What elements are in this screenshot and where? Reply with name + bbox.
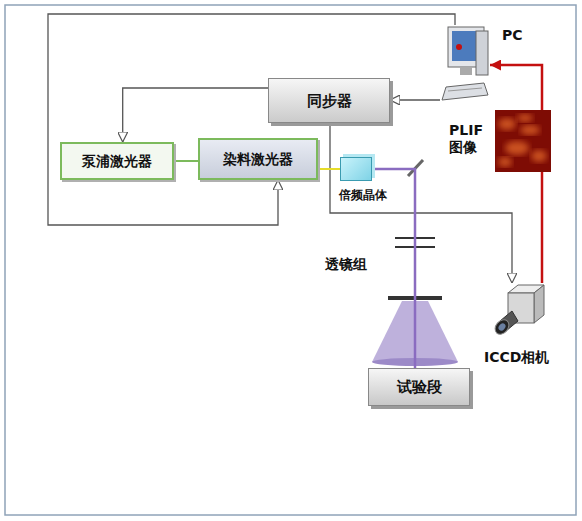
laser-box: 染料激光器	[198, 138, 318, 180]
pc-drawing	[440, 25, 490, 105]
plif-image: PLIF 图像	[495, 110, 551, 172]
node-label: 试验段	[397, 378, 442, 396]
connector	[390, 99, 440, 100]
connector	[48, 14, 455, 225]
node-label: 泵浦激光器	[82, 153, 152, 170]
camera-icon: ICCD相机	[490, 283, 545, 338]
connector	[318, 168, 340, 170]
laser-box: 泵浦激光器	[60, 142, 174, 180]
node-label: ICCD相机	[484, 349, 549, 366]
node-label: 染料激光器	[223, 151, 293, 168]
node-label: 倍频晶体	[339, 188, 387, 202]
node-label: PLIF 图像	[449, 122, 489, 156]
plif-drawing	[495, 110, 551, 172]
pc-icon: PC	[440, 25, 490, 105]
connector	[490, 65, 542, 110]
process-box: 同步器	[268, 78, 390, 123]
connector	[541, 172, 544, 283]
frame	[5, 5, 576, 515]
cam-drawing	[490, 283, 545, 338]
test-box: 试验段	[368, 368, 470, 406]
part-name: 透镜组	[325, 256, 367, 274]
connector	[123, 88, 268, 142]
node-label: 同步器	[307, 92, 352, 110]
connector	[174, 160, 198, 162]
node-label: PC	[502, 27, 523, 44]
crystal-cube: 倍频晶体	[340, 157, 372, 181]
